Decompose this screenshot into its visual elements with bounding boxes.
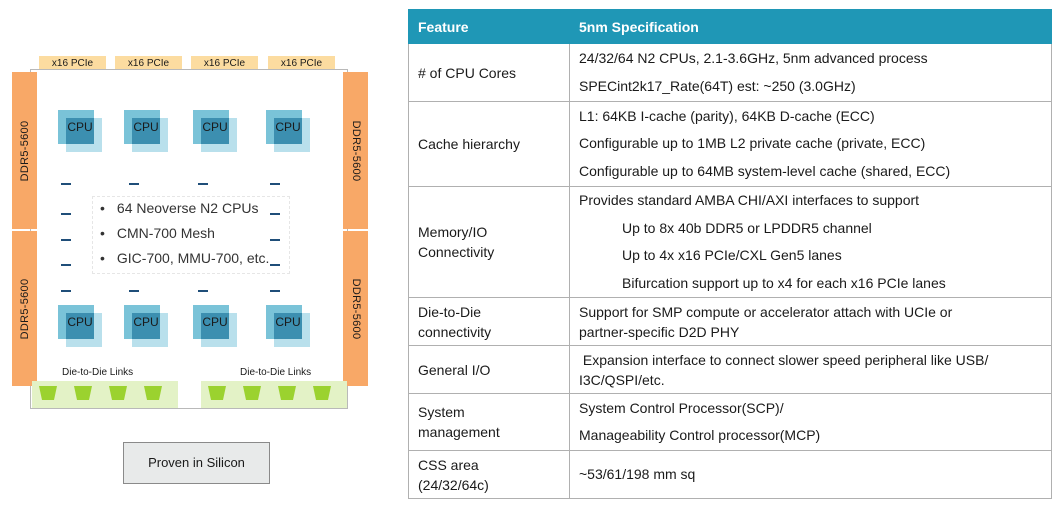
ddr-block: DDR5-5600 [343, 72, 368, 229]
cpu-block: CPU [124, 110, 168, 152]
bullet-item: 64 Neoverse N2 CPUs [100, 196, 269, 221]
spec-line: ~53/61/198 mm sq [579, 465, 696, 482]
cpu-block: CPU [193, 305, 237, 347]
d2d-phy-icon [278, 386, 296, 400]
table-row: Memory/IO Connectivity Provides standard… [408, 186, 1052, 298]
spec-table: Feature 5nm Specification # of CPU Cores… [408, 9, 1052, 499]
spec-cell: Provides standard AMBA CHI/AXI interface… [569, 186, 1052, 298]
spec-cell: Support for SMP compute or accelerator a… [569, 297, 1052, 346]
spec-line: Provides standard AMBA CHI/AXI interface… [579, 192, 920, 208]
proven-in-silicon-button[interactable]: Proven in Silicon [123, 442, 270, 484]
table-row: General I/O Expansion interface to conne… [408, 345, 1052, 394]
bullet-item: GIC-700, MMU-700, etc. [100, 246, 270, 271]
spec-line: Configurable up to 64MB system-level cac… [579, 162, 951, 179]
table-row: CSS area (24/32/64c) ~53/61/198 mm sq [408, 450, 1052, 499]
spec-cell: ~53/61/198 mm sq [569, 450, 1052, 499]
spec-line: Configurable up to 1MB L2 private cache … [579, 135, 926, 152]
spec-cell: L1: 64KB I-cache (parity), 64KB D-cache … [569, 101, 1052, 187]
feature-cell: Die-to-Die connectivity [408, 297, 570, 346]
spec-line: Up to 4x x16 PCIe/CXL Gen5 lanes [622, 247, 842, 263]
feature-cell: System management [408, 393, 570, 451]
spec-line: System Control Processor(SCP)/ [579, 399, 784, 416]
feature-cell: General I/O [408, 345, 570, 394]
d2d-phy-icon [208, 386, 226, 400]
table-row: # of CPU Cores 24/32/64 N2 CPUs, 2.1-3.6… [408, 43, 1052, 102]
spec-line: partner-specific D2D PHY [579, 323, 740, 340]
spec-line: L1: 64KB I-cache (parity), 64KB D-cache … [579, 107, 875, 124]
d2d-phy-icon [313, 386, 331, 400]
header-spec: 5nm Specification [569, 9, 1052, 44]
ddr-block: DDR5-5600 [12, 72, 37, 229]
table-header-row: Feature 5nm Specification [408, 9, 1052, 44]
d2d-phy-icon [144, 386, 162, 400]
feature-cell: Cache hierarchy [408, 101, 570, 187]
header-feature: Feature [408, 9, 570, 44]
d2d-phy-icon [109, 386, 127, 400]
table-row: System management System Control Process… [408, 393, 1052, 451]
ddr-block: DDR5-5600 [343, 231, 368, 386]
feature-cell: # of CPU Cores [408, 43, 570, 102]
spec-line: Up to 8x 40b DDR5 or LPDDR5 channel [622, 219, 872, 236]
feature-cell: Memory/IO Connectivity [408, 186, 570, 298]
cpu-block: CPU [124, 305, 168, 347]
spec-line: I3C/QSPI/etc. [579, 371, 665, 388]
table-row: Cache hierarchy L1: 64KB I-cache (parity… [408, 101, 1052, 187]
cpu-block: CPU [58, 305, 102, 347]
cpu-block: CPU [266, 110, 310, 152]
cpu-block: CPU [58, 110, 102, 152]
spec-line: Support for SMP compute or accelerator a… [579, 303, 953, 320]
d2d-phy-icon [74, 386, 92, 400]
d2d-phy-icon [243, 386, 261, 400]
spec-cell: Expansion interface to connect slower sp… [569, 345, 1052, 394]
spec-cell: 24/32/64 N2 CPUs, 2.1-3.6GHz, 5nm advanc… [569, 43, 1052, 102]
spec-line: 24/32/64 N2 CPUs, 2.1-3.6GHz, 5nm advanc… [579, 50, 928, 66]
bullet-item: CMN-700 Mesh [100, 221, 269, 246]
spec-line: Bifurcation support up to x4 for each x1… [622, 274, 946, 291]
table-row: Die-to-Die connectivity Support for SMP … [408, 297, 1052, 346]
die-link-label: Die-to-Die Links [62, 367, 134, 378]
die-link-label: Die-to-Die Links [240, 367, 312, 378]
cpu-block: CPU [266, 305, 310, 347]
feature-bullets: 64 Neoverse N2 CPUs CMN-700 Mesh GIC-700… [100, 196, 270, 271]
spec-line: Expansion interface to connect slower sp… [579, 351, 989, 368]
ddr-block: DDR5-5600 [12, 231, 37, 386]
d2d-phy-icon [39, 386, 57, 400]
feature-cell: CSS area (24/32/64c) [408, 450, 570, 499]
spec-cell: System Control Processor(SCP)/ Manageabi… [569, 393, 1052, 451]
spec-line: SPECint2k17_Rate(64T) est: ~250 (3.0GHz) [579, 77, 856, 94]
spec-line: Manageability Control processor(MCP) [579, 427, 821, 443]
cpu-block: CPU [193, 110, 237, 152]
